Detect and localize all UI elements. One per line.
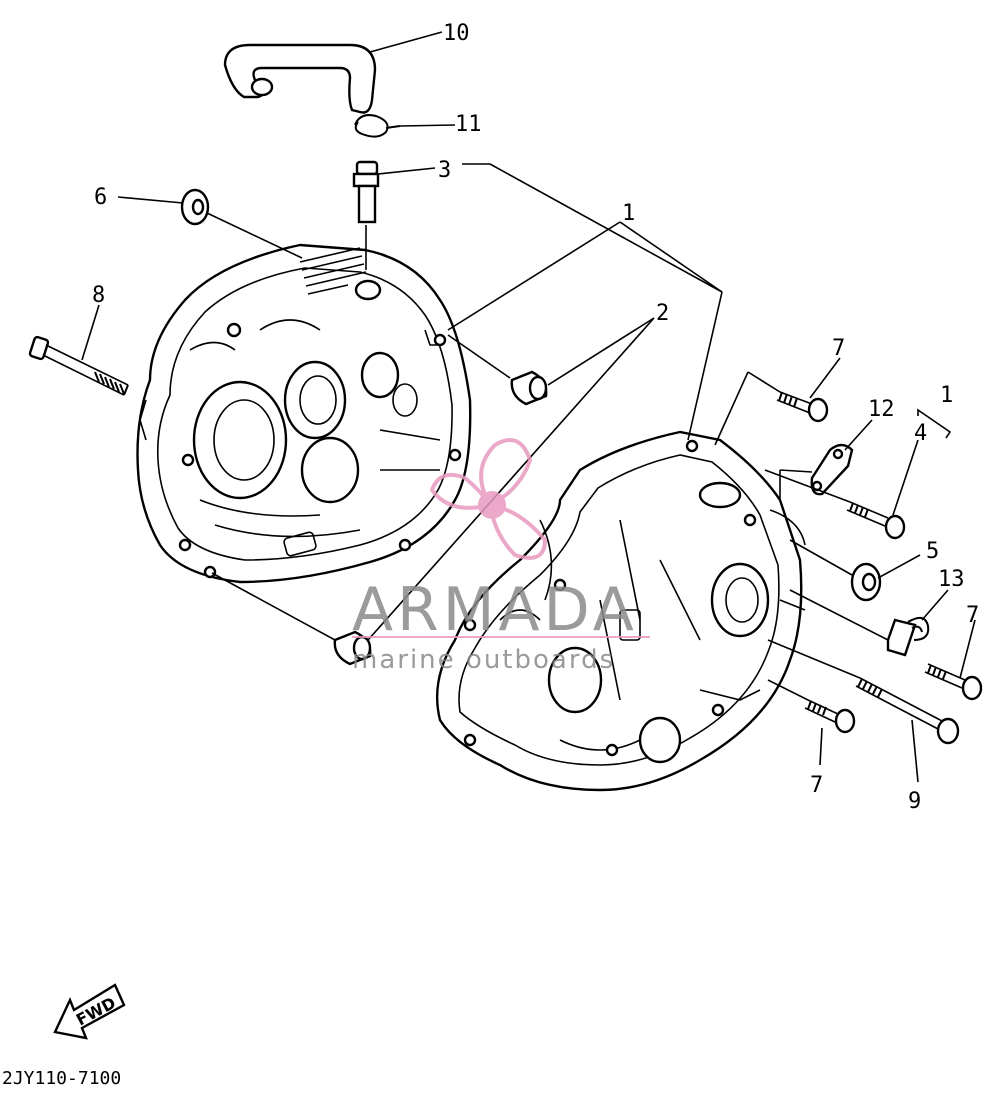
part-11-clip xyxy=(354,114,401,138)
part-7-bolt-bottom xyxy=(804,699,856,734)
callout-8: 8 xyxy=(92,283,105,308)
part-13-clip xyxy=(886,616,930,657)
callout-7-top: 7 xyxy=(832,336,845,361)
left-crankcase-half xyxy=(136,243,472,584)
callout-4: 4 xyxy=(914,421,927,446)
part-7-bolt-right xyxy=(924,663,983,701)
callout-7-bottom: 7 xyxy=(810,773,823,798)
callout-7-right: 7 xyxy=(966,603,979,628)
part-12-bracket xyxy=(810,443,854,496)
part-6-washer xyxy=(180,188,210,226)
callout-1: 1 xyxy=(622,201,635,226)
watermark-brand: ARMADA xyxy=(352,575,638,645)
leader-lines xyxy=(81,31,976,783)
callout-6: 6 xyxy=(94,185,107,210)
callout-10: 10 xyxy=(443,21,470,46)
watermark-tagline: marine outboards xyxy=(352,645,615,675)
part-7-bolt-top xyxy=(776,391,829,423)
callout-labels: 10 11 3 1 6 8 2 7 1 12 4 5 13 7 7 9 xyxy=(92,21,979,814)
watermark-logo: ARMADA marine outboards xyxy=(352,438,650,675)
part-4-bolt xyxy=(846,501,906,540)
propeller-icon xyxy=(429,438,548,560)
callout-13: 13 xyxy=(938,567,965,592)
callout-1-bracket: 1 xyxy=(940,383,953,408)
callout-3: 3 xyxy=(438,158,451,183)
callout-12: 12 xyxy=(868,397,895,422)
part-9-long-bolt xyxy=(855,677,960,745)
callout-5: 5 xyxy=(926,539,939,564)
part-2-dowel-pins xyxy=(333,370,548,666)
callout-2: 2 xyxy=(656,301,669,326)
callout-9: 9 xyxy=(908,789,921,814)
diagram-code: 2JY110-7100 xyxy=(2,1068,121,1089)
part-8-long-bolt xyxy=(28,335,129,396)
fwd-arrow: FWD xyxy=(53,983,126,1040)
right-crankcase-half xyxy=(435,430,806,792)
callout-11: 11 xyxy=(455,112,482,137)
part-3-breather-fitting xyxy=(352,160,380,224)
part-10-breather-hose xyxy=(223,43,377,114)
part-5-washer xyxy=(850,562,882,602)
